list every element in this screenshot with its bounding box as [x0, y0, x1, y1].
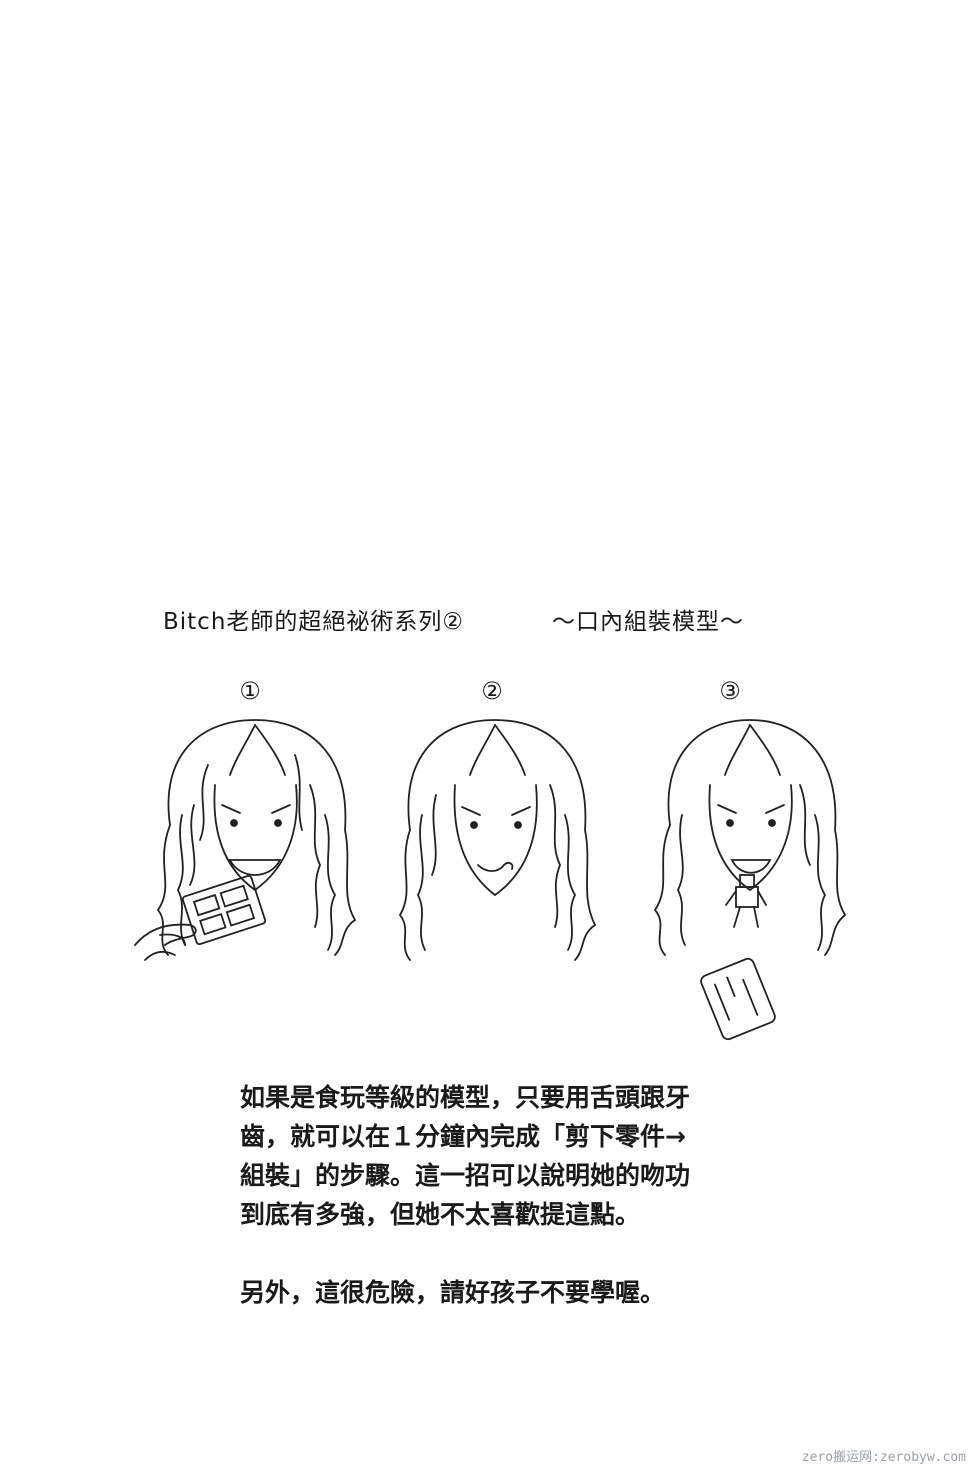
paragraph-line: 齒，就可以在１分鐘內完成「剪下零件→ [240, 1122, 686, 1151]
face-biting-model-sprue-icon [134, 719, 357, 961]
page-title: Bitch老師的超絕祕術系列② [163, 609, 465, 635]
paragraph-line: 組裝」的步驟。這一招可以說明她的吻功 [240, 1161, 691, 1190]
warning-note: 另外，這很危險，請好孩子不要學喔。 [240, 1278, 666, 1307]
face-chewing-icon [398, 719, 597, 961]
step-number-1: ① [239, 677, 261, 705]
step-number-3: ③ [719, 677, 741, 705]
illustration-panel-3: ③ [630, 665, 880, 1055]
face-spitting-assembled-robot-icon [653, 719, 847, 1041]
illustration-panel-1: ① [130, 665, 380, 1055]
illustration-panel-2: ② [380, 665, 630, 1055]
page-title-row: Bitch老師的超絕祕術系列② ～口內組裝模型～ [0, 602, 980, 642]
paragraph-line: 到底有多強，但她不太喜歡提這點。 [240, 1200, 641, 1229]
paragraph-line: 如果是食玩等級的模型，只要用舌頭跟牙 [240, 1083, 691, 1112]
watermark: zero搬运网:zerobyw.com [801, 1450, 966, 1465]
page-subtitle: ～口內組裝模型～ [552, 609, 744, 635]
description-paragraph: 如果是食玩等級的模型，只要用舌頭跟牙 齒，就可以在１分鐘內完成「剪下零件→ 組裝… [240, 1078, 760, 1234]
step-number-2: ② [481, 677, 503, 705]
